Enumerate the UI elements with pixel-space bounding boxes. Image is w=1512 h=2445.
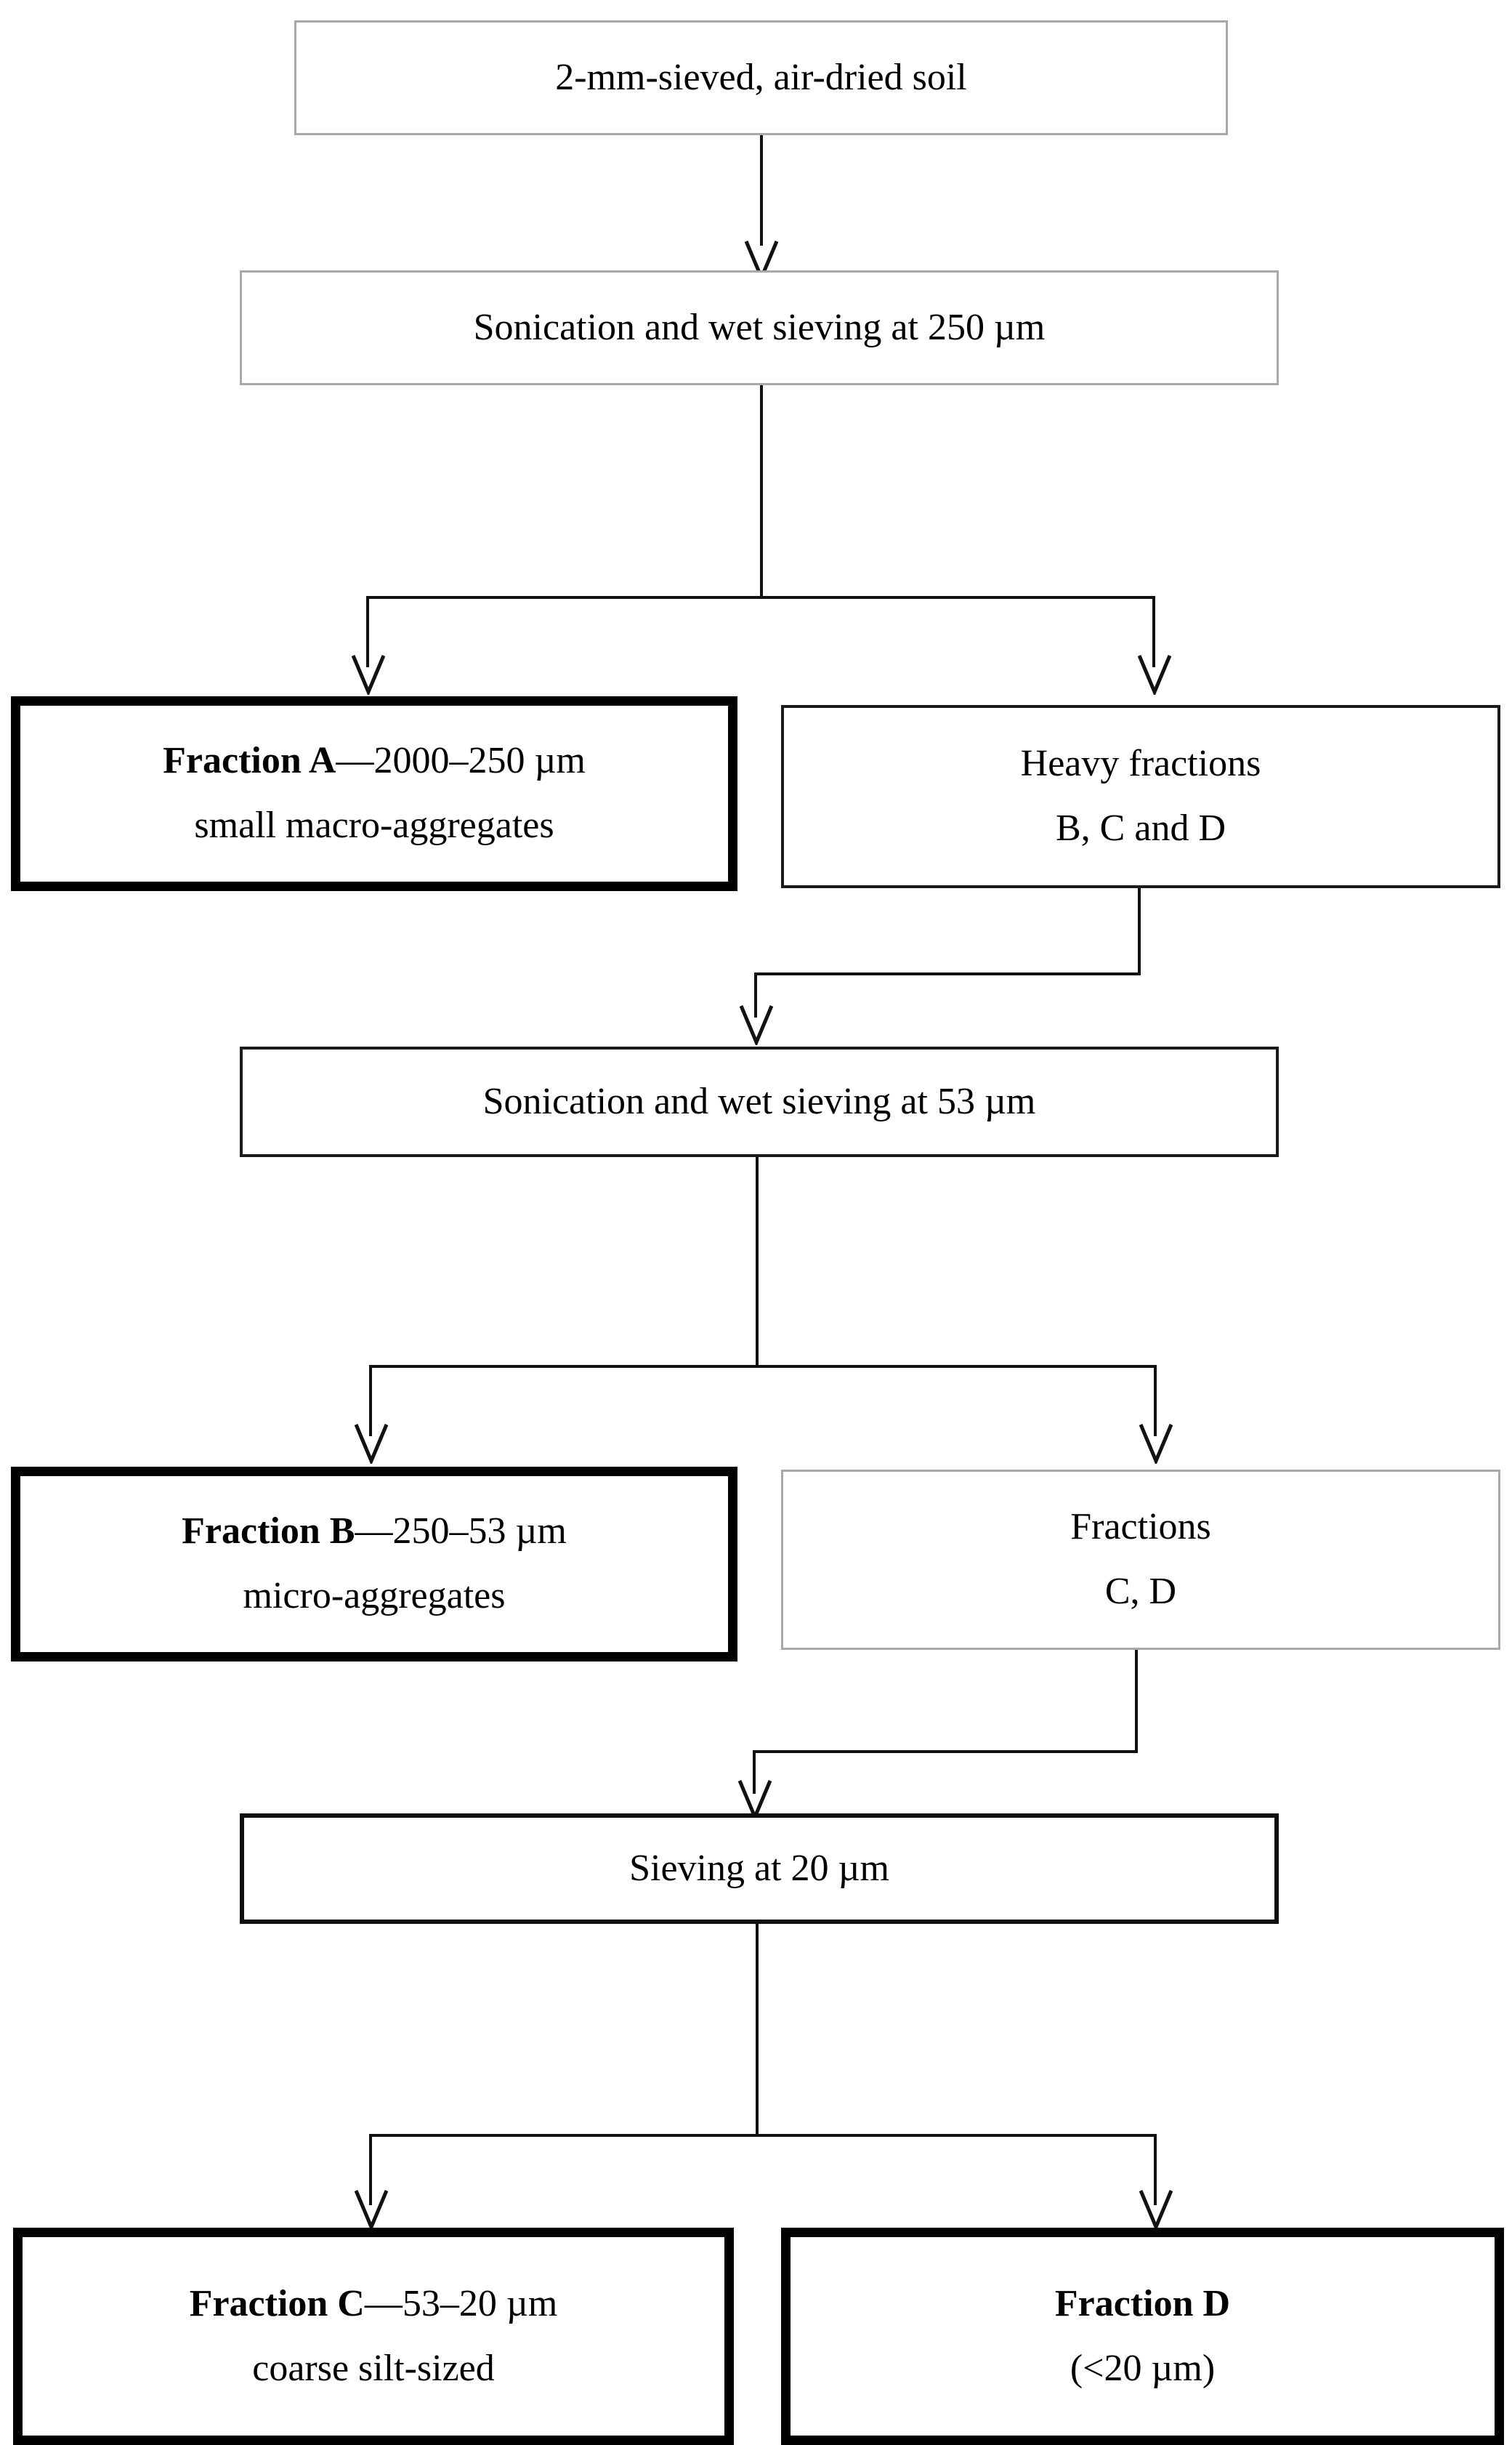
arrowhead-down-to-heavy-fractions [1138,654,1171,695]
node-heavy-fractions-line-1: Heavy fractions [1020,743,1261,785]
node-fraction-c-title: Fraction C—53–20 µm [190,2284,558,2324]
node-heavy-fractions-line-2: B, C and D [1056,807,1226,849]
node-fractions-cd: Fractions C, D [781,1470,1500,1650]
node-soil-label: 2-mm-sieved, air-dried soil [555,56,967,98]
connector-left-drop-branch-2 [369,1365,372,1436]
node-fraction-b-title: Fraction B—250–53 µm [182,1512,567,1552]
connector-right-drop-branch-3 [1154,2134,1157,2205]
node-sonication-250-label: Sonication and wet sieving at 250 µm [473,306,1046,348]
node-fraction-b-subtitle: micro-aggregates [243,1575,506,1616]
arrowhead-down-to-sonication-53 [740,1004,773,1045]
node-fraction-a-bold: Fraction A [163,740,336,782]
node-fraction-a-subtitle: small macro-aggregates [194,805,554,846]
connector-soil-to-sonication250 [760,135,763,246]
connector-bar-branch-1 [366,596,1155,599]
node-fraction-c-bold: Fraction C [189,2282,365,2324]
connector-left-drop-branch-1 [366,596,369,667]
arrowhead-down-to-fractions-cd [1139,1423,1173,1464]
connector-bar-branch-3 [369,2134,1157,2137]
connector-stem-branch-2 [756,1157,759,1366]
connector-fractions-cd-to-sieving20 [753,1750,756,1794]
node-fraction-d-title: Fraction D [1054,2282,1231,2324]
connector-fractions-cd-horizontal [753,1750,1138,1753]
connector-heavy-drop [1138,888,1141,975]
node-fraction-c-subtitle: coarse silt-sized [252,2347,495,2389]
arrowhead-down-to-fraction-c [355,2189,388,2230]
node-fractions-cd-line-1: Fractions [1070,1506,1211,1548]
connector-fractions-cd-drop [1135,1650,1138,1753]
arrowhead-down-to-fraction-d [1139,2189,1173,2230]
connector-right-drop-branch-2 [1154,1365,1157,1436]
node-fraction-a: Fraction A—2000–250 µm small macro-aggre… [11,696,737,891]
arrowhead-down-to-sieving-20 [738,1779,772,1820]
node-fraction-c-rest: —53–20 µm [364,2282,558,2324]
arrowhead-down-to-fraction-b [355,1423,388,1464]
connector-right-drop-branch-1 [1152,596,1155,667]
connector-heavy-horizontal [754,972,1141,975]
node-fraction-a-title: Fraction A—2000–250 µm [163,741,586,781]
connector-left-drop-branch-3 [369,2134,372,2205]
node-sieving-20: Sieving at 20 µm [240,1813,1279,1924]
node-fraction-b-bold: Fraction B [182,1510,355,1552]
connector-heavy-to-sonication53 [754,972,757,1018]
node-fractions-cd-line-2: C, D [1104,1571,1177,1612]
connector-bar-branch-2 [369,1365,1157,1368]
connector-stem-branch-3 [756,1924,759,2136]
node-sonication-53-label: Sonication and wet sieving at 53 µm [482,1080,1036,1122]
node-fraction-b: Fraction B—250–53 µm micro-aggregates [11,1467,737,1661]
node-sonication-250: Sonication and wet sieving at 250 µm [240,270,1279,385]
connector-stem-branch-1 [760,385,763,597]
node-sieving-20-label: Sieving at 20 µm [629,1847,889,1889]
node-fraction-a-rest: —2000–250 µm [336,740,586,782]
node-fraction-b-rest: —250–53 µm [355,1510,567,1552]
node-sonication-53: Sonication and wet sieving at 53 µm [240,1047,1279,1157]
node-soil: 2-mm-sieved, air-dried soil [294,20,1228,135]
arrowhead-down-to-fraction-a [352,654,385,695]
node-fraction-d-subtitle: (<20 µm) [1070,2347,1216,2389]
node-heavy-fractions: Heavy fractions B, C and D [781,705,1500,888]
node-fraction-c: Fraction C—53–20 µm coarse silt-sized [13,2228,734,2445]
node-fraction-d: Fraction D (<20 µm) [781,2228,1504,2445]
